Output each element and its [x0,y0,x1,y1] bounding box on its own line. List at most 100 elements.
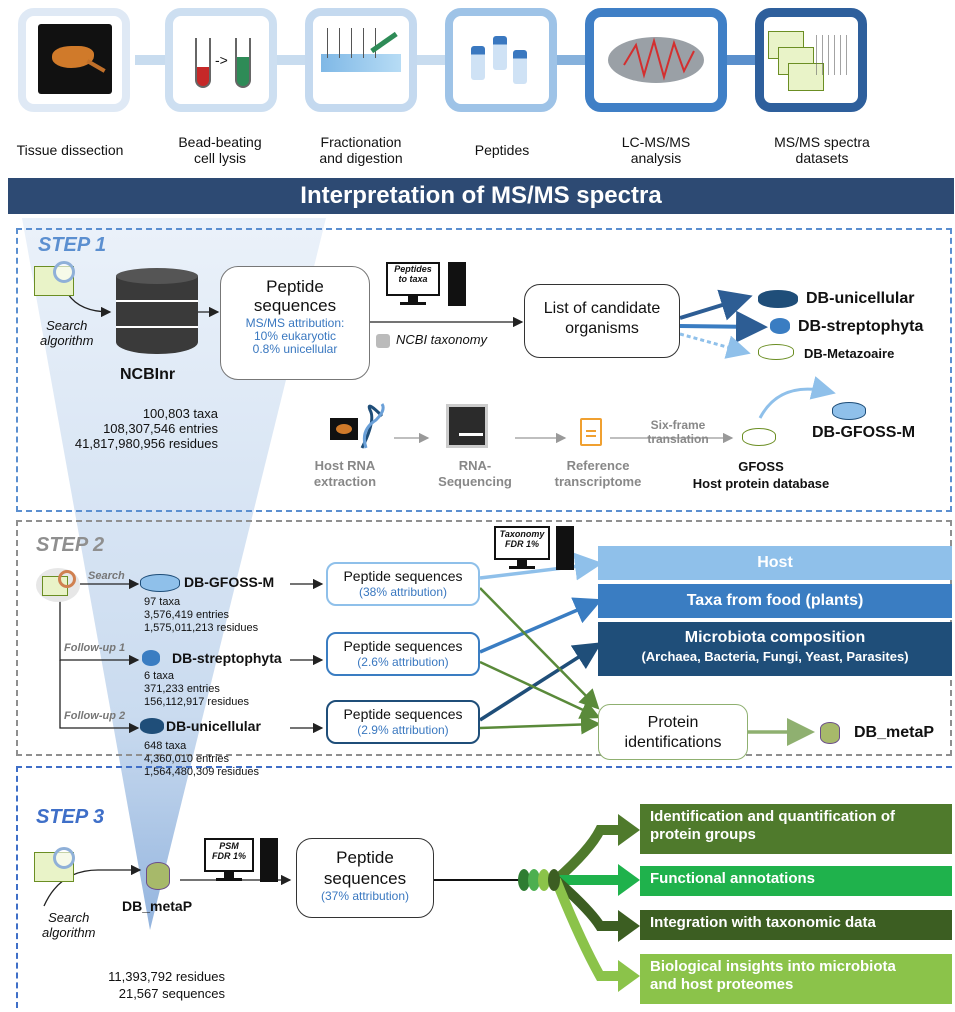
db-gfoss-m-icon [140,574,180,592]
magnifier-icon [53,847,75,869]
db-gfoss-m-label: DB-GFOSS-M [812,424,916,441]
step2-peptide-box-1: Peptide sequences (38% attribution) [326,562,480,606]
step3-db-name: DB_metaP [122,898,193,914]
step2-peptide-title-2: Peptide sequences [343,638,463,654]
gfoss-db-icon [742,428,776,446]
step1-search-label: Search algorithm [40,318,94,348]
step2-attribution-1: (38% attribution) [358,585,448,599]
ref-transcriptome-label: Reference transcriptome [554,458,642,489]
step2-search-label: Search [88,570,125,582]
step2-db-gfoss-stats: 97 taxa 3,576,419 entries 1,575,011,213 … [144,596,259,634]
step3-computer-icon: PSM FDR 1% [204,838,294,888]
magnifier-icon [58,570,76,588]
step3-search-icon [34,847,75,882]
vial-icon [493,36,507,70]
db-metazoaire-icon [758,344,794,360]
step1-computer-label: Peptides to taxa [394,264,432,284]
spectrum-wave-icon [623,37,695,81]
rna-seq-label: RNA- Sequencing [438,458,512,489]
lysis-icon-frame: -> [165,8,277,112]
six-frame-label: Six-frame translation [647,418,709,446]
step2-search-icon [36,568,80,602]
workflow-label-lcms: LC-MS/MS analysis [621,134,691,166]
step3-peptide-box: Peptide sequences (37% attribution) [296,838,434,918]
step3-title: STEP 3 [36,806,105,828]
arrow-right-icon: -> [215,52,228,68]
amphipod-image [38,24,112,94]
step1-peptide-detail: MS/MS attribution: 10% eukaryotic 0.8% u… [245,316,345,356]
step3-db-icon [146,862,170,890]
step3-frame [16,766,952,1008]
workflow-connectors [135,55,758,65]
sequencer-icon [446,404,488,448]
search-algorithm-icon [34,261,75,296]
vial-icon [513,50,527,84]
magnifier-icon [53,261,75,283]
step2-db-unicellular-stats: 648 taxa 4,360,010 entries 1,564,480,309… [144,740,259,778]
result-integration: Integration with taxonomic data [640,910,952,940]
step2-peptide-title-3: Peptide sequences [343,706,463,722]
db-streptophyta-icon [142,650,160,666]
host-rna-label: Host RNA extraction [313,458,377,489]
workflow-label-tissue: Tissue dissection [16,142,124,158]
step2-attribution-3: (2.9% attribution) [357,723,449,737]
step2-peptide-title-1: Peptide sequences [343,568,463,584]
lcms-icon-frame [585,8,727,112]
brain-image [330,418,358,440]
workflow-label-spectra: MS/MS spectra datasets [774,134,870,166]
step2-db-streptophyta-stats: 6 taxa 371,233 entries 156,112,917 resid… [144,670,249,708]
db-unicellular-icon [758,290,798,308]
step1-title: STEP 1 [38,234,107,256]
step3-search-label: Search algorithm [42,910,96,940]
db-unicellular-label: DB-unicellular [806,290,915,307]
section-banner: Interpretation of MS/MS spectra [8,178,954,214]
gfoss-label: GFOSS Host protein database [692,459,830,491]
step2-computer-icon: Taxonomy FDR 1% [494,526,584,576]
ncbi-name: NCBInr [120,366,176,383]
step2-db-unicellular-name: DB-unicellular [166,718,261,734]
vial-icon [471,46,485,80]
step2-title: STEP 2 [36,534,105,556]
step2-followup1-label: Follow-up 1 [64,642,126,654]
db-metazoaire-label: DB-Metazoaire [804,346,895,361]
workflow-label-fractionation: Fractionation and digestion [319,134,403,166]
ncbi-stats: 100,803 taxa 108,307,546 entries 41,817,… [74,406,218,451]
result-functional: Functional annotations [640,866,952,896]
step2-computer-label: Taxonomy FDR 1% [499,529,545,549]
step3-stats: 11,393,792 residues 21,567 sequences [108,969,225,1001]
step2-db-metap-label: DB_metaP [854,724,935,741]
result-insights: Biological insights into microbiota and … [640,954,952,1004]
peptides-icon-frame [445,8,557,112]
step1-frame [16,228,952,512]
taxonomy-label: NCBI taxonomy [396,332,488,347]
db-metap-icon [820,722,840,744]
output-microbiota-title: Microbiota composition [684,629,866,646]
ncbi-database-icon [116,268,198,358]
db-unicellular-icon [140,718,164,734]
db-streptophyta-label: DB-streptophyta [798,318,924,335]
result-identification: Identification and quantification of pro… [640,804,952,854]
tube-green-icon [235,38,251,88]
step2-db-gfoss-name: DB-GFOSS-M [184,574,275,590]
protein-ids-box: Protein identifications [598,704,748,760]
output-microbiota: Microbiota composition (Archaea, Bacteri… [598,622,952,676]
taxonomy-db-icon [376,334,390,348]
step2-db-streptophyta-name: DB-streptophyta [172,650,282,666]
db-streptophyta-icon [770,318,790,334]
step3-computer-label: PSM FDR 1% [211,841,246,861]
step3-peptide-title: Peptide sequences [323,848,407,888]
tube-red-icon [195,38,211,88]
workflow-label-lysis: Bead-beating cell lysis [178,134,262,166]
output-host: Host [598,546,952,580]
output-food: Taxa from food (plants) [598,584,952,618]
step1-peptide-title: Peptide sequences [253,277,337,315]
fraction-icon-frame [305,8,417,112]
gel-icon [321,54,401,72]
output-microbiota-detail: (Archaea, Bacteria, Fungi, Yeast, Parasi… [641,649,909,664]
step2-peptide-box-3: Peptide sequences (2.9% attribution) [326,700,480,744]
